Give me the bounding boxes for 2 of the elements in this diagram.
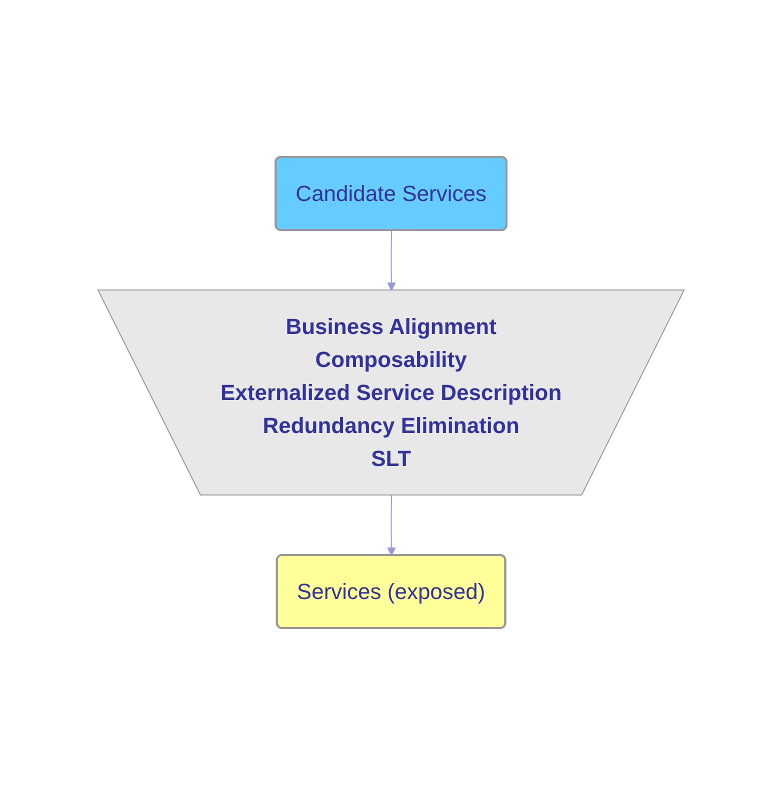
arrow [386,230,396,291]
arrow [386,495,396,556]
